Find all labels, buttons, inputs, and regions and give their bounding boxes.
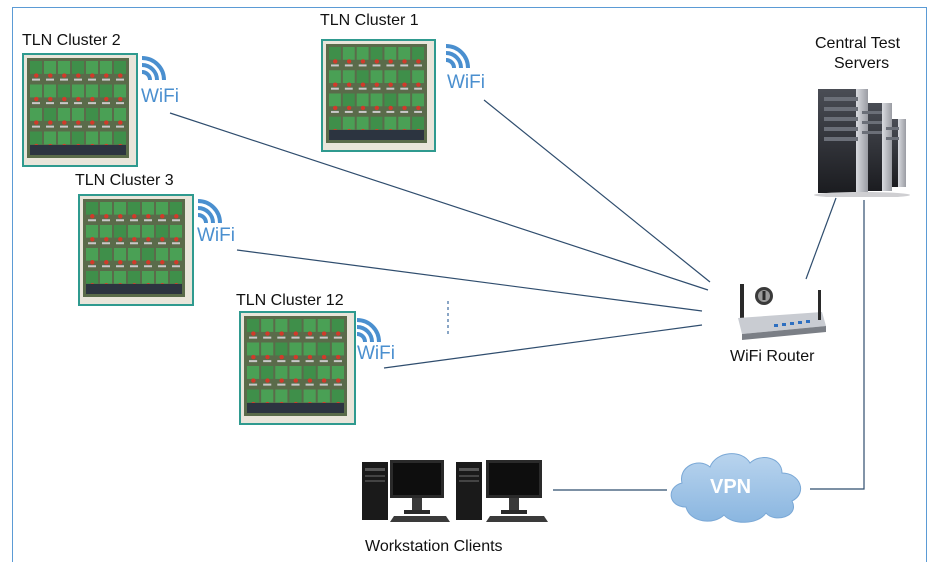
wifi-arc [356, 318, 381, 343]
board-cluster-icon [83, 199, 185, 297]
router-label: WiFi Router [730, 348, 815, 365]
wifi-arc [141, 56, 166, 81]
wifi-arc [356, 332, 367, 343]
cluster-3-board-image [78, 194, 194, 306]
board-cluster-icon [326, 44, 427, 143]
link-server-vpn [810, 200, 865, 490]
link-cluster12-router [383, 324, 703, 369]
cluster-2-label: TLN Cluster 2 [22, 32, 121, 49]
link-cluster2-router [169, 112, 709, 291]
ellipsis-dot [447, 313, 449, 316]
server-rack-icon [814, 89, 910, 197]
cluster-3-label: TLN Cluster 3 [75, 172, 174, 189]
board-cluster-icon [244, 316, 347, 416]
frame-top-line [12, 7, 927, 8]
ellipsis-dot [447, 319, 449, 322]
cluster-2-wifi-label: WiFi [141, 86, 179, 107]
wifi-arc [356, 325, 374, 343]
cluster-2-board-image [22, 53, 138, 167]
cluster-12-label: TLN Cluster 12 [236, 292, 344, 309]
link-server-router [805, 197, 837, 280]
wifi-arc [445, 58, 456, 69]
link-cluster3-router [236, 249, 703, 312]
router-icon [738, 284, 826, 340]
cloud-icon [670, 453, 802, 523]
ellipsis-dot [447, 325, 449, 328]
vpn-label: VPN [710, 476, 752, 498]
frame-left-line [12, 7, 13, 562]
wifi-arc [197, 206, 215, 224]
ellipsis-dot [447, 307, 449, 310]
ellipsis-dot [447, 301, 449, 304]
cluster-12-wifi-label: WiFi [357, 343, 395, 364]
wifi-arc [445, 44, 470, 69]
wifi-arc [197, 199, 222, 224]
desktop-computer-icon [456, 460, 548, 522]
wifi-waves-icon [138, 50, 172, 89]
wifi-waves-icon [442, 38, 476, 77]
workstations-label: Workstation Clients [365, 538, 503, 555]
wifi-waves-icon [353, 312, 387, 351]
cluster-3-wifi-label: WiFi [197, 225, 235, 246]
board-cluster-icon [27, 58, 129, 158]
wifi-arc [141, 63, 159, 81]
cluster-12-board-image [239, 311, 356, 425]
cluster-1-board-image [321, 39, 436, 152]
desktop-computer-icon [362, 460, 450, 522]
server-label-line-1: Central Test [815, 35, 901, 52]
wifi-waves-icon [194, 193, 228, 232]
link-cluster1-router [483, 99, 711, 283]
frame-right-line [926, 7, 927, 562]
wifi-arc [197, 213, 208, 224]
wifi-arc [141, 70, 152, 81]
ellipsis-dot [447, 331, 449, 334]
cluster-1-label: TLN Cluster 1 [320, 12, 419, 29]
cluster-1-wifi-label: WiFi [447, 72, 485, 93]
wifi-arc [445, 51, 463, 69]
server-label-line-2: Servers [834, 55, 890, 72]
